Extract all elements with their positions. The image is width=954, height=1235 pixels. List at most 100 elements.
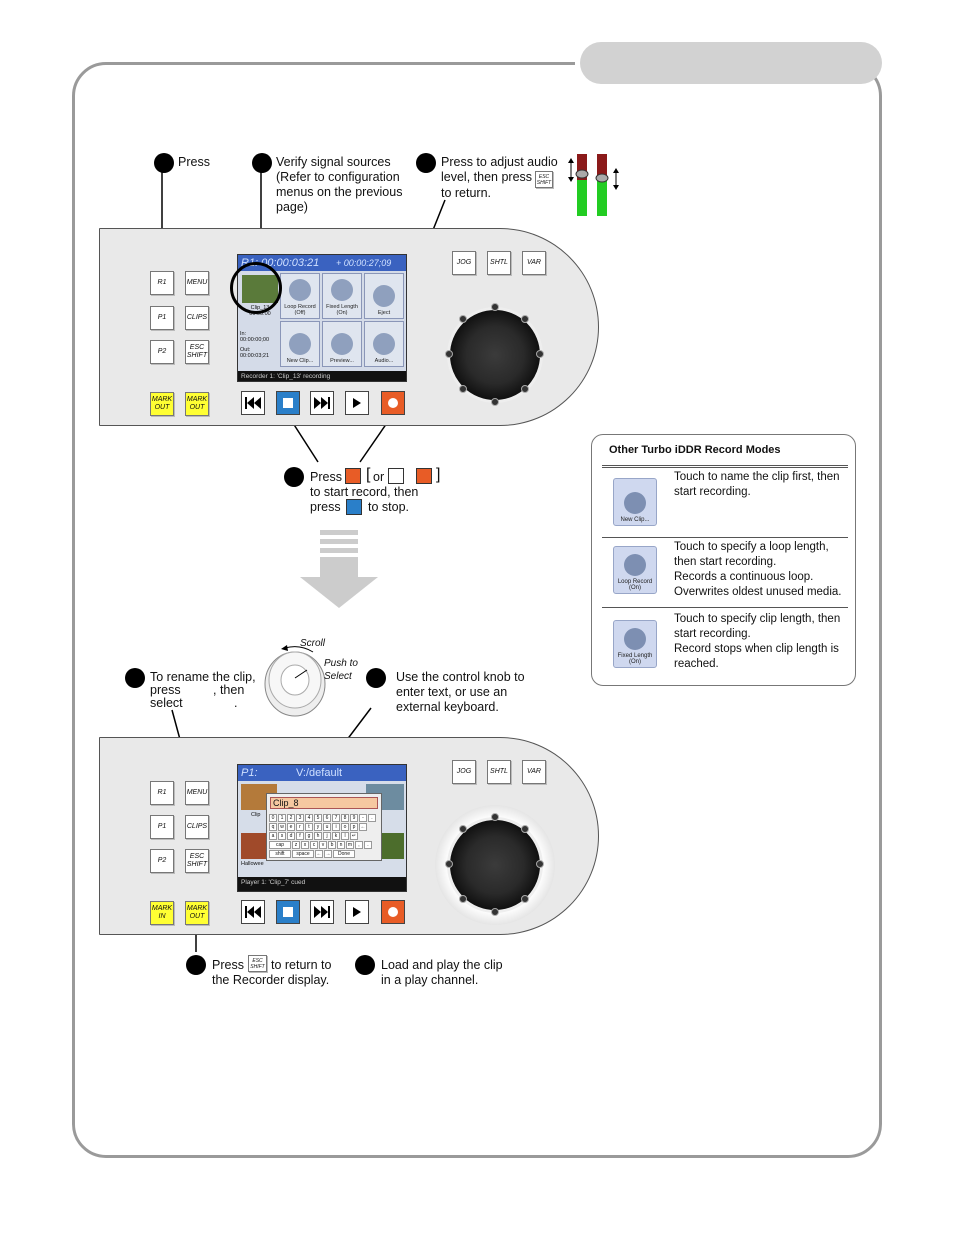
mode-desc: Touch to specify a loop length,then star… [674, 541, 842, 598]
keyboard-key[interactable]: t [305, 823, 313, 831]
knob-dot [491, 398, 499, 406]
p2-button[interactable]: P2 [150, 849, 174, 873]
keyboard-key[interactable]: o [341, 823, 349, 831]
keyboard-key[interactable]: m [346, 841, 354, 849]
fixed-length-cell[interactable]: Fixed Length (On) [322, 273, 362, 319]
recorder-remaining: + 00:00:27;09 [336, 258, 392, 268]
keyboard-key[interactable]: . [368, 814, 376, 822]
keyboard-key[interactable]: h [314, 832, 322, 840]
keyboard-key[interactable]: Done [333, 850, 355, 858]
keyboard-key[interactable]: y [314, 823, 322, 831]
keyboard-key[interactable]: 8 [341, 814, 349, 822]
keyboard-key[interactable]: space [292, 850, 314, 858]
rewind-button[interactable] [241, 900, 265, 924]
mark-out-button[interactable]: MARK OUT [185, 392, 209, 416]
var-button[interactable]: VAR [522, 760, 546, 784]
keyboard-key[interactable]: 2 [287, 814, 295, 822]
keyboard-key[interactable]: 7 [332, 814, 340, 822]
keyboard-key[interactable]: u [323, 823, 331, 831]
keyboard-key[interactable]: 4 [305, 814, 313, 822]
esc-shift-inline-icon: ESC SHIFT [248, 955, 267, 972]
r1-button[interactable]: R1 [150, 781, 174, 805]
keyboard-key[interactable]: v [319, 841, 327, 849]
p1-button[interactable]: P1 [150, 815, 174, 839]
keyboard-key[interactable]: . [364, 841, 372, 849]
record-button[interactable] [381, 900, 405, 924]
keyboard-key[interactable]: x [301, 841, 309, 849]
jog-button[interactable]: JOG [452, 760, 476, 784]
record-button[interactable] [381, 391, 405, 415]
keyboard-key[interactable]: r [296, 823, 304, 831]
preview-cell[interactable]: Preview... [322, 321, 362, 367]
keyboard-key[interactable]: n [337, 841, 345, 849]
keyboard-key[interactable]: - [359, 814, 367, 822]
step6-text: Use the control knob to enter text, or u… [396, 670, 525, 714]
recorder-header: R1: 00:00:03:21 + 00:00:27;09 [238, 255, 406, 271]
var-button[interactable]: VAR [522, 251, 546, 275]
keyboard-key[interactable]: s [278, 832, 286, 840]
knob-dot [521, 385, 529, 393]
keyboard-key[interactable]: g [305, 832, 313, 840]
clips-button[interactable]: CLIPS [185, 815, 209, 839]
keyboard-key[interactable]: k [332, 832, 340, 840]
play-inline-icon [388, 468, 404, 484]
keyboard-key[interactable]: d [287, 832, 295, 840]
eject-cell[interactable]: Eject [364, 273, 404, 319]
stop-button[interactable] [276, 391, 300, 415]
keyboard-key[interactable]: z [292, 841, 300, 849]
keyboard-key[interactable]: l [341, 832, 349, 840]
fast-forward-button[interactable] [310, 900, 334, 924]
keyboard-key[interactable]: j [323, 832, 331, 840]
fast-forward-button[interactable] [310, 391, 334, 415]
keyboard-key[interactable]: p [350, 823, 358, 831]
keyboard-key[interactable]: i [332, 823, 340, 831]
keyboard-key[interactable]: , [355, 841, 363, 849]
r1-button[interactable]: R1 [150, 271, 174, 295]
step8-text: Load and play the clip in a play channel… [381, 958, 503, 987]
audio-cell[interactable]: Audio... [364, 321, 404, 367]
shtl-button[interactable]: SHTL [487, 251, 511, 275]
out-label: Out: [240, 347, 251, 353]
clips-button[interactable]: CLIPS [185, 306, 209, 330]
p2-button[interactable]: P2 [150, 340, 174, 364]
rewind-button[interactable] [241, 391, 265, 415]
keyboard-key[interactable]: ↵ [350, 832, 358, 840]
keyboard-key[interactable]: e [287, 823, 295, 831]
keyboard-key[interactable]: c [310, 841, 318, 849]
keyboard-key[interactable]: → [324, 850, 332, 858]
keyboard-key[interactable]: shift [269, 850, 291, 858]
keyboard-key[interactable]: f [296, 832, 304, 840]
loop-record-cell[interactable]: Loop Record (Off) [280, 273, 320, 319]
new-clip-cell[interactable]: New Clip... [280, 321, 320, 367]
menu-button[interactable]: MENU [185, 781, 209, 805]
keyboard-key[interactable]: 9 [350, 814, 358, 822]
mark-out-button[interactable]: MARK OUT [150, 392, 174, 416]
stop-button[interactable] [276, 900, 300, 924]
keyboard-key[interactable]: 1 [278, 814, 286, 822]
jog-button[interactable]: JOG [452, 251, 476, 275]
keyboard-key[interactable]: ← [315, 850, 323, 858]
p1-button[interactable]: P1 [150, 306, 174, 330]
keyboard-key[interactable]: cap [269, 841, 291, 849]
keyboard-key[interactable]: a [269, 832, 277, 840]
play-button[interactable] [345, 391, 369, 415]
esc-shift-button[interactable]: ESC SHIFT [185, 340, 209, 364]
menu-button[interactable]: MENU [185, 271, 209, 295]
play-button[interactable] [345, 900, 369, 924]
step5-text-a: To rename the clip, [150, 670, 256, 684]
keyboard-key[interactable]: 5 [314, 814, 322, 822]
rename-input[interactable]: Clip_8 [270, 797, 378, 809]
keyboard-key[interactable]: b [328, 841, 336, 849]
mark-out-button[interactable]: MARK OUT [185, 901, 209, 925]
keyboard-key[interactable]: 0 [269, 814, 277, 822]
keyboard-key[interactable]: 6 [323, 814, 331, 822]
mark-in-button[interactable]: MARK IN [150, 901, 174, 925]
keyboard-key[interactable]: ← [359, 823, 367, 831]
esc-shift-button[interactable]: ESC SHIFT [185, 849, 209, 873]
keyboard-key[interactable]: w [278, 823, 286, 831]
keyboard-key[interactable]: q [269, 823, 277, 831]
keyboard-key[interactable]: 3 [296, 814, 304, 822]
shtl-button[interactable]: SHTL [487, 760, 511, 784]
